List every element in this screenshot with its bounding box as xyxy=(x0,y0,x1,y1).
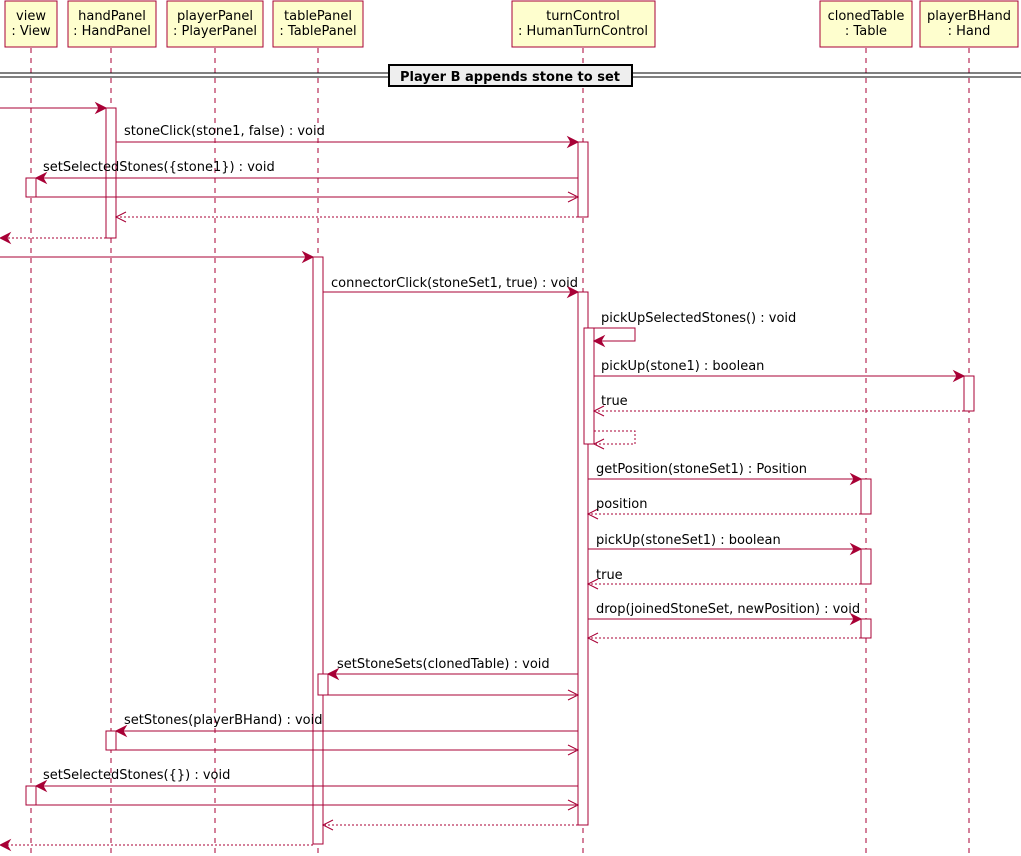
message-label: setStones(playerBHand) : void xyxy=(124,713,323,728)
message-label: true xyxy=(601,394,628,409)
message-arrow xyxy=(0,250,315,264)
participant-tablePanel: tablePanel : TablePanel xyxy=(272,0,364,48)
participant-name: tablePanel xyxy=(284,9,352,24)
message-arrow xyxy=(323,285,580,299)
message-arrow xyxy=(321,819,578,831)
message-arrow xyxy=(34,171,578,185)
message-arrow xyxy=(0,838,313,852)
participant-type: : View xyxy=(11,24,51,39)
message-label: setSelectedStones({}) : void xyxy=(43,768,230,783)
activation-clonedTable-2 xyxy=(860,548,872,585)
message-label: setStoneSets(clonedTable) : void xyxy=(337,657,550,672)
activation-clonedTable-3 xyxy=(860,618,872,639)
activation-turnControl-2 xyxy=(577,291,589,826)
message-label: position xyxy=(596,497,648,512)
message-label: drop(joinedStoneSet, newPosition) : void xyxy=(596,602,860,617)
participant-name: turnControl xyxy=(546,9,620,24)
message-label: pickUp(stone1) : boolean xyxy=(601,359,764,374)
participant-type: : PlayerPanel xyxy=(173,24,257,39)
messages: stoneClick(stone1, false) : void setSele… xyxy=(0,101,966,852)
message-arrow xyxy=(36,191,580,203)
message-arrow xyxy=(592,430,636,450)
message-arrow xyxy=(34,779,578,793)
divider: Player B appends stone to set xyxy=(0,64,1021,87)
activation-view-2 xyxy=(25,785,37,806)
participant-name: playerBHand xyxy=(927,9,1011,24)
participant-type: : HandPanel xyxy=(73,24,151,39)
participant-clonedTable: clonedTable : Table xyxy=(819,0,913,48)
participant-type: : TablePanel xyxy=(279,24,356,39)
message-arrow xyxy=(36,799,580,811)
activation-handPanel-1 xyxy=(105,107,117,239)
participant-handPanel: handPanel : HandPanel xyxy=(67,0,157,48)
participant-type: : HumanTurnControl xyxy=(518,24,648,39)
activation-handPanel-2 xyxy=(105,730,117,751)
participant-name: handPanel xyxy=(78,9,146,24)
message-arrow xyxy=(323,689,580,701)
divider-label: Player B appends stone to set xyxy=(400,70,620,85)
message-label: stoneClick(stone1, false) : void xyxy=(124,124,325,139)
message-label: getPosition(stoneSet1) : Position xyxy=(596,462,807,477)
message-label: pickUp(stoneSet1) : boolean xyxy=(596,533,781,548)
activation-view-1 xyxy=(25,177,37,198)
message-arrow xyxy=(588,327,636,348)
message-arrow xyxy=(114,211,578,223)
message-label: connectorClick(stoneSet1, true) : void xyxy=(331,276,578,291)
message-arrow xyxy=(0,101,108,115)
participant-view: view : View xyxy=(4,0,58,48)
participant-name: playerPanel xyxy=(177,9,253,24)
message-arrow xyxy=(116,744,580,756)
message-arrow xyxy=(586,632,861,644)
message-arrow xyxy=(0,231,106,245)
activation-tablePanel-2 xyxy=(317,673,329,696)
message-arrow xyxy=(326,667,578,681)
message-label: pickUpSelectedStones() : void xyxy=(601,311,796,326)
participant-type: : Table xyxy=(845,24,887,39)
message-arrow xyxy=(586,508,861,520)
message-arrow xyxy=(586,578,861,590)
activation-bars xyxy=(25,107,975,845)
message-arrow xyxy=(588,542,863,556)
message-label: setSelectedStones({stone1}) : void xyxy=(43,160,275,175)
participant-type: : Hand xyxy=(948,24,991,39)
message-arrow xyxy=(592,405,964,417)
message-label: true xyxy=(596,568,623,583)
participant-name: view xyxy=(16,9,46,24)
activation-turnControl-3 xyxy=(583,327,595,445)
message-arrow xyxy=(594,369,966,383)
activation-tablePanel-1 xyxy=(312,256,324,845)
activation-clonedTable-1 xyxy=(860,478,872,515)
message-arrow xyxy=(114,724,578,738)
message-arrow xyxy=(588,612,863,626)
participant-playerBHand: playerBHand : Hand xyxy=(919,0,1019,48)
activation-playerBHand-1 xyxy=(963,375,975,412)
participant-turnControl: turnControl : HumanTurnControl xyxy=(511,0,656,48)
participant-name: clonedTable xyxy=(828,9,905,24)
participant-playerPanel: playerPanel : PlayerPanel xyxy=(166,0,264,48)
message-arrow xyxy=(588,472,863,486)
activation-turnControl-1 xyxy=(577,141,589,218)
message-arrow xyxy=(116,135,580,149)
